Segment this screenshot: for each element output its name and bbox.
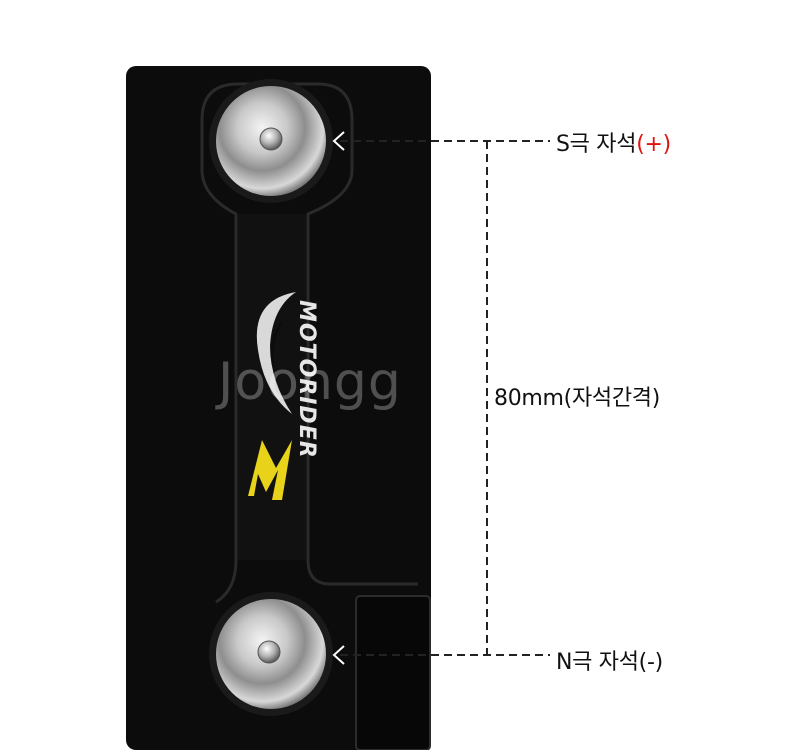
- logo-swoosh-inner: [270, 320, 284, 378]
- logo-m-emblem: [248, 440, 292, 500]
- s-pole-arrow: [332, 131, 345, 151]
- body-channel: [200, 82, 418, 604]
- logo-swoosh: [256, 292, 296, 414]
- n-pole-label: N극 자석(-): [556, 644, 663, 676]
- top-magnet-bolt: [259, 127, 283, 151]
- spacing-label: 80mm(자석간격): [494, 386, 660, 411]
- n-pole-text: N극 자석: [556, 650, 639, 675]
- s-pole-label: S극 자석(+): [556, 126, 671, 158]
- s-pole-sign: (+): [636, 132, 671, 157]
- logo-text: MOTORIDER: [294, 300, 319, 459]
- bottom-magnet-bolt: [257, 640, 281, 664]
- watermark: Joongg: [218, 352, 402, 412]
- notch-block: [355, 595, 431, 750]
- s-pole-text: S극 자석: [556, 132, 637, 157]
- n-pole-arrow: [332, 645, 345, 665]
- n-pole-sign: (-): [638, 650, 664, 675]
